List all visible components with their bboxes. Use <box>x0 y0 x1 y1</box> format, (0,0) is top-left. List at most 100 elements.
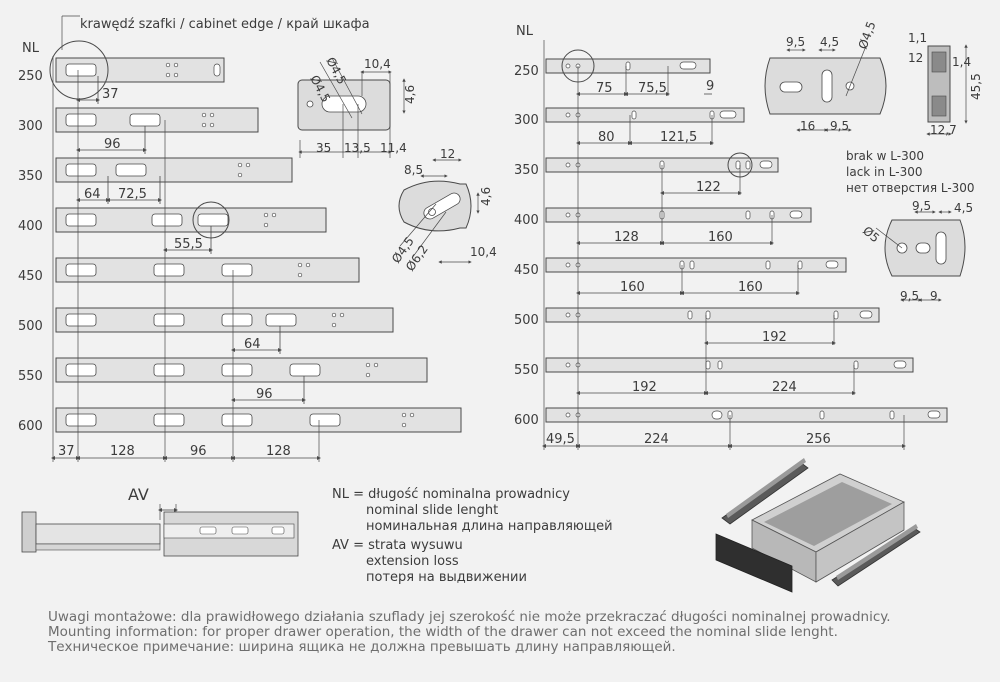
legend-av: extension loss <box>366 554 459 569</box>
dim-label: 9,5 <box>786 35 805 49</box>
dim-label: 4,5 <box>820 35 839 49</box>
left-row-label: 250 <box>18 69 43 84</box>
dim-label: 96 <box>190 444 207 459</box>
slide-rail <box>55 407 462 433</box>
rail-holes <box>565 61 941 420</box>
mounting-slots <box>65 63 341 427</box>
dim-label: 12 <box>908 51 923 65</box>
dim-label: 10,4 <box>364 57 391 71</box>
dim-label: 37 <box>58 444 75 459</box>
av-label: AV <box>128 485 149 504</box>
right-row-label: 350 <box>514 163 539 178</box>
dim-label: Ø5 <box>860 224 882 246</box>
detail-profile: 1,1 12 1,4 45,5 12,7 <box>908 31 983 137</box>
dim-label: 9,5 <box>912 199 931 213</box>
dim-label: 45,5 <box>969 73 983 100</box>
slide-rail <box>55 257 360 283</box>
detail-plate-3: 9,5 4,5 Ø4,5 16 9,5 <box>764 19 887 133</box>
dim-label: 256 <box>806 432 831 447</box>
legend-nl: nominal slide lenght <box>366 503 498 518</box>
dim-label: 4,6 <box>403 85 417 104</box>
dim-label: 9,5 <box>830 119 849 133</box>
dim-label: 8,5 <box>404 163 423 177</box>
dim-label: Ø4,5 <box>856 19 879 51</box>
dim-label: 55,5 <box>174 237 203 252</box>
dim-label: 13,5 <box>344 141 371 155</box>
slide-rail <box>545 407 948 423</box>
lack-note: lack in L-300 <box>846 165 923 179</box>
left-row-label: 500 <box>18 319 43 334</box>
dim-label: 75 <box>596 81 613 96</box>
slide-rail <box>545 307 880 323</box>
right-nl-title: NL <box>516 24 534 39</box>
left-row-label: 450 <box>18 269 43 284</box>
dim-label: 128 <box>110 444 135 459</box>
dim-label: 4,6 <box>479 187 493 206</box>
dim-label: 1,4 <box>952 55 971 69</box>
legend-nl: номинальная длина направляющей <box>366 519 613 534</box>
detail-plate-5: brak w L-300 lack in L-300 нет отверстия… <box>846 149 975 303</box>
left-nl-title: NL <box>22 41 40 56</box>
dim-label: 96 <box>256 387 273 402</box>
dim-label: 12 <box>440 147 455 161</box>
dim-label: 96 <box>104 137 121 152</box>
right-row-label: 400 <box>514 213 539 228</box>
dim-label: 9,5 <box>900 289 919 303</box>
dim-label: 9 <box>930 289 938 303</box>
left-row-label: 300 <box>18 119 43 134</box>
dim-label: 160 <box>738 280 763 295</box>
cabinet-edge-label: krawędź szafki / cabinet edge / край шка… <box>80 17 370 32</box>
left-panel: krawędź szafki / cabinet edge / край шка… <box>18 15 462 462</box>
lack-note: brak w L-300 <box>846 149 924 163</box>
detail-plate-1: Ø4,5 Ø4,5 10,4 4,6 35 13,5 11,4 <box>297 55 417 158</box>
legend-nl: NL = długość nominalna prowadnicy <box>332 487 570 502</box>
dim-label: 49,5 <box>546 432 575 447</box>
note-line: Mounting information: for proper drawer … <box>48 624 838 640</box>
dim-label: 4,5 <box>954 201 973 215</box>
mounting-notes: Uwagi montażowe: dla prawidłowego działa… <box>47 609 891 655</box>
slide-rail <box>545 357 914 373</box>
note-line: Uwagi montażowe: dla prawidłowego działa… <box>48 609 891 625</box>
lack-note: нет отверстия L-300 <box>846 181 975 195</box>
drawer-illustration <box>715 458 921 593</box>
right-row-label: 300 <box>514 113 539 128</box>
dim-label: 192 <box>632 380 657 395</box>
dim-label: 192 <box>762 330 787 345</box>
dim-label: 9 <box>706 79 714 94</box>
dim-label: 80 <box>598 130 615 145</box>
slide-rail <box>545 107 745 123</box>
dim-label: 16 <box>800 119 815 133</box>
left-row-label: 350 <box>18 169 43 184</box>
slide-rail <box>55 207 327 233</box>
dim-label: 64 <box>244 337 261 352</box>
dim-label: 224 <box>772 380 797 395</box>
left-row-label: 600 <box>18 419 43 434</box>
legend: NL = długość nominalna prowadnicy nomina… <box>332 487 613 585</box>
dim-label: 75,5 <box>638 81 667 96</box>
left-row-label: 550 <box>18 369 43 384</box>
dim-label: 160 <box>708 230 733 245</box>
right-row-label: 450 <box>514 263 539 278</box>
dim-label: 128 <box>614 230 639 245</box>
detail-plate-2: 8,5 12 4,6 Ø4,5 Ø6,2 10,4 <box>389 147 497 274</box>
rail-holes <box>165 62 415 428</box>
slide-rail <box>545 207 812 223</box>
dim-label: 10,4 <box>470 245 497 259</box>
legend-av: потеря на выдвижении <box>366 570 527 585</box>
legend-av: AV = strata wysuwu <box>332 538 463 553</box>
right-panel: NL 250 300 350 400 450 500 550 600 <box>514 24 948 450</box>
left-row-label: 400 <box>18 219 43 234</box>
dim-label: 64 <box>84 187 101 202</box>
right-row-label: 550 <box>514 363 539 378</box>
dim-label: 121,5 <box>660 130 697 145</box>
dim-label: 224 <box>644 432 669 447</box>
right-row-label: 500 <box>514 313 539 328</box>
note-line: Техническое примечание: ширина ящика не … <box>47 639 676 655</box>
av-extension-view: AV <box>21 485 299 557</box>
right-row-label: 600 <box>514 413 539 428</box>
dim-label: 11,4 <box>380 141 407 155</box>
dim-label: 72,5 <box>118 187 147 202</box>
dim-label: 12,7 <box>930 123 957 137</box>
dim-label: 37 <box>102 87 119 102</box>
